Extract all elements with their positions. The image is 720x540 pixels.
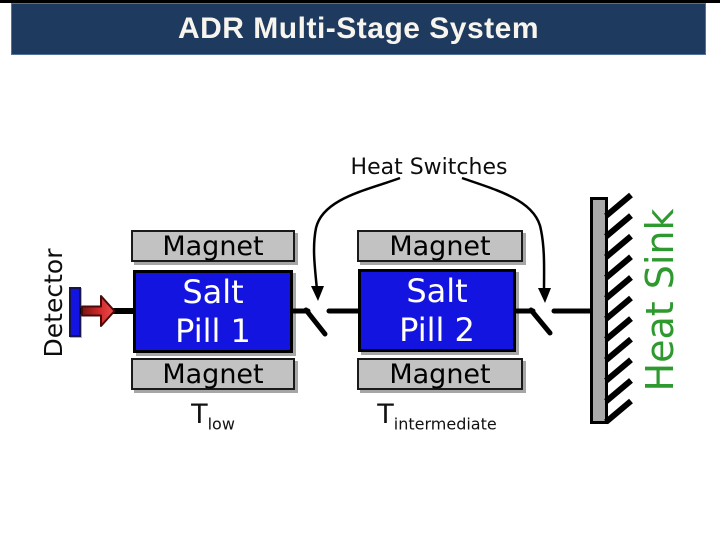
salt-pill-label-line2: Pill 1 — [175, 311, 251, 350]
heat-sink-label: Heat Sink — [638, 208, 682, 392]
magnet-label: Magnet — [389, 358, 491, 390]
temp-symbol: T — [377, 399, 394, 430]
stage1-temperature-label: Tlow — [133, 399, 293, 433]
salt-pill-label-line1: Salt — [406, 271, 468, 310]
heat-sink-bar — [590, 197, 608, 424]
stage2-salt-pill-box: Salt Pill 2 — [358, 269, 516, 352]
heat-switches-label: Heat Switches — [350, 155, 508, 180]
magnet-label: Magnet — [389, 230, 491, 262]
magnet-label: Magnet — [162, 358, 264, 390]
detector-signal-arrow-icon — [81, 295, 116, 327]
stage1-salt-pill-box: Salt Pill 1 — [133, 270, 293, 353]
magnet-label: Magnet — [162, 230, 264, 262]
temp-subscript: low — [207, 414, 235, 434]
slide-top-border — [0, 0, 720, 3]
detector-bar — [69, 287, 81, 337]
page-title: ADR Multi-Stage System — [177, 12, 540, 45]
heat-switch-2 — [514, 307, 593, 336]
detector-label: Detector — [39, 248, 68, 358]
stage1-magnet-top-box: Magnet — [131, 230, 295, 262]
heat-sink-hatching — [604, 192, 633, 425]
stage1-magnet-bottom-box: Magnet — [131, 358, 295, 390]
salt-pill-label-line1: Salt — [182, 272, 244, 311]
heat-switch-1 — [291, 307, 361, 337]
salt-pill-label-line2: Pill 2 — [399, 310, 475, 349]
stage2-magnet-top-box: Magnet — [357, 230, 523, 262]
temp-subscript: intermediate — [393, 414, 497, 434]
temp-symbol: T — [191, 399, 208, 430]
slide-title-bar: ADR Multi-Stage System — [11, 3, 706, 55]
stage2-temperature-label: Tintermediate — [358, 399, 516, 433]
stage2-magnet-bottom-box: Magnet — [357, 358, 523, 390]
